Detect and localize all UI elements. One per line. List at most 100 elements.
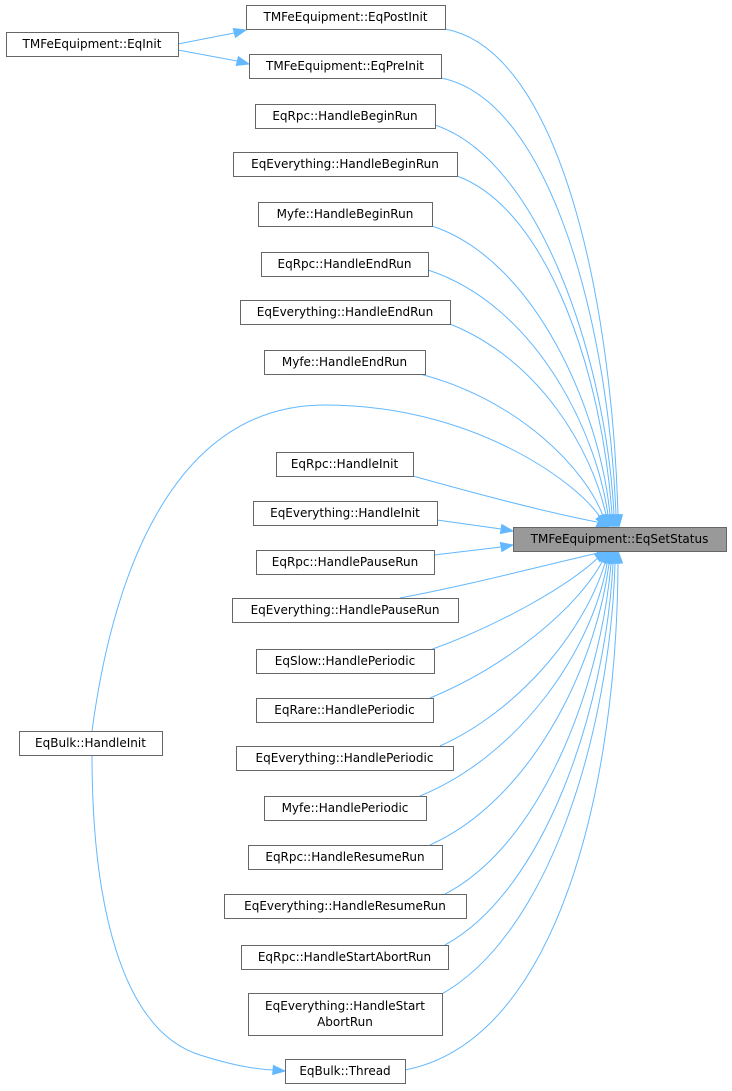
edge-arrowhead: [612, 549, 624, 564]
edge-eqevery-resumerun-to-target: [444, 549, 617, 895]
node-box: [240, 300, 451, 325]
node-box: [19, 731, 163, 756]
node-box: [256, 550, 435, 575]
node-eqinit[interactable]: TMFeEquipment::EqInit: [6, 32, 179, 57]
node-label: EqRpc::HandleStartAbortRun: [258, 950, 431, 964]
node-box: [256, 698, 434, 723]
node-eqpreinit[interactable]: TMFeEquipment::EqPreInit: [249, 54, 442, 79]
edge-arrowhead: [272, 1064, 287, 1076]
node-label: EqRpc::HandlePauseRun: [272, 555, 418, 569]
node-box: [236, 746, 454, 771]
edge-line: [444, 563, 612, 895]
node-myfe-endrun[interactable]: Myfe::HandleEndRun: [264, 350, 426, 375]
node-box: [255, 104, 436, 129]
edge-eqevery-beginrun-to-target: [456, 175, 618, 529]
node-label: EqRpc::HandleResumeRun: [265, 850, 424, 864]
node-box: [513, 527, 727, 552]
node-eqrare-periodic[interactable]: EqRare::HandlePeriodic: [256, 698, 434, 723]
edge-line: [439, 562, 606, 747]
node-label: TMFeEquipment::EqPostInit: [262, 10, 427, 24]
node-box: [264, 350, 426, 375]
edge-eqevery-init-to-target: [436, 519, 515, 535]
node-myfe-periodic[interactable]: Myfe::HandlePeriodic: [264, 796, 427, 821]
node-label: Myfe::HandleEndRun: [282, 355, 407, 369]
node-myfe-beginrun[interactable]: Myfe::HandleBeginRun: [258, 202, 433, 227]
node-label: EqEverything::HandleInit: [270, 506, 420, 520]
edge-line: [177, 32, 235, 45]
edge-line: [91, 404, 601, 732]
edge-line: [412, 475, 598, 523]
node-box: [248, 993, 443, 1036]
edge-line: [91, 754, 274, 1071]
edge-line: [440, 77, 617, 516]
edge-line: [449, 323, 607, 516]
node-eqevery-pauserun[interactable]: EqEverything::HandlePauseRun: [232, 598, 459, 623]
edge-line: [404, 563, 619, 1071]
node-label: EqBulk::Thread: [299, 1064, 390, 1078]
node-label: Myfe::HandleBeginRun: [277, 207, 414, 221]
node-label: EqBulk::HandleInit: [35, 736, 146, 750]
edge-eqpostinit-to-target: [444, 28, 624, 529]
node-eqrpc-resumerun[interactable]: EqRpc::HandleResumeRun: [248, 845, 443, 870]
edge-eqrpc-beginrun-to-target: [434, 124, 620, 529]
node-eqrpc-beginrun[interactable]: EqRpc::HandleBeginRun: [255, 104, 436, 129]
edge-line: [434, 124, 615, 516]
edge-line: [419, 373, 604, 517]
node-target: TMFeEquipment::EqSetStatus: [513, 527, 727, 552]
node-eqevery-periodic[interactable]: EqEverything::HandlePeriodic: [236, 746, 454, 771]
edge-eqrpc-pauserun-to-target: [433, 541, 515, 556]
edge-arrowhead: [235, 55, 251, 67]
node-label: EqRare::HandlePeriodic: [274, 703, 414, 717]
edge-line: [399, 552, 599, 599]
node-label: EqEverything::HandleBeginRun: [251, 157, 439, 171]
node-eqevery-init[interactable]: EqEverything::HandleInit: [253, 501, 438, 526]
edge-eqrpc-startabort-to-target: [444, 549, 619, 946]
node-eqevery-resumerun[interactable]: EqEverything::HandleResumeRun: [224, 894, 467, 919]
node-box: [224, 894, 467, 919]
edge-arrowhead: [232, 27, 248, 39]
edge-eqrare-periodic-to-target: [429, 549, 609, 699]
node-box: [253, 501, 438, 526]
edge-eqrpc-resumerun-to-target: [429, 549, 615, 846]
node-label: EqEverything::HandlePeriodic: [256, 751, 434, 765]
node-eqrpc-startabort[interactable]: EqRpc::HandleStartAbortRun: [241, 945, 449, 970]
node-label: EqEverything::HandleEndRun: [257, 305, 433, 319]
node-box: [258, 202, 433, 227]
node-eqbulk-thread[interactable]: EqBulk::Thread: [285, 1059, 406, 1084]
node-label: EqEverything::HandleStart: [265, 999, 425, 1013]
node-box: [6, 32, 179, 57]
node-eqrpc-endrun[interactable]: EqRpc::HandleEndRun: [261, 252, 429, 277]
node-eqrpc-pauserun[interactable]: EqRpc::HandlePauseRun: [256, 550, 435, 575]
edge-line: [456, 175, 613, 516]
edge-eqinit-to-eqpostinit: [177, 27, 248, 45]
nodes-layer: TMFeEquipment::EqPostInitTMFeEquipment::…: [6, 5, 727, 1084]
edges-layer: [91, 27, 624, 1076]
edge-line: [436, 519, 502, 530]
edge-line: [444, 28, 619, 516]
node-eqrpc-init[interactable]: EqRpc::HandleInit: [276, 452, 414, 477]
node-eqevery-startabort[interactable]: EqEverything::HandleStartAbortRun: [248, 993, 443, 1036]
node-label: TMFeEquipment::EqPreInit: [265, 59, 424, 73]
node-box: [232, 598, 459, 623]
node-label: EqEverything::HandlePauseRun: [251, 603, 440, 617]
node-eqbulk-init[interactable]: EqBulk::HandleInit: [19, 731, 163, 756]
edge-eqrpc-init-to-target: [412, 475, 611, 528]
node-box: [256, 649, 435, 674]
edge-line: [429, 559, 604, 699]
node-eqevery-endrun[interactable]: EqEverything::HandleEndRun: [240, 300, 451, 325]
edge-myfe-beginrun-to-target: [431, 225, 616, 529]
edge-arrowhead: [499, 523, 515, 535]
node-label: Myfe::HandlePeriodic: [282, 801, 409, 815]
node-label: AbortRun: [317, 1015, 373, 1029]
node-eqevery-beginrun[interactable]: EqEverything::HandleBeginRun: [233, 152, 458, 177]
edge-eqbulk-init-to-eqbulk-thread: [91, 754, 287, 1076]
node-label: EqRpc::HandleBeginRun: [272, 109, 417, 123]
edge-eqrpc-endrun-to-target: [427, 269, 614, 529]
edge-line: [419, 563, 608, 797]
node-box: [233, 152, 458, 177]
node-eqslow-periodic[interactable]: EqSlow::HandlePeriodic: [256, 649, 435, 674]
node-label: EqRpc::HandleEndRun: [278, 257, 412, 271]
node-eqpostinit[interactable]: TMFeEquipment::EqPostInit: [246, 5, 446, 30]
